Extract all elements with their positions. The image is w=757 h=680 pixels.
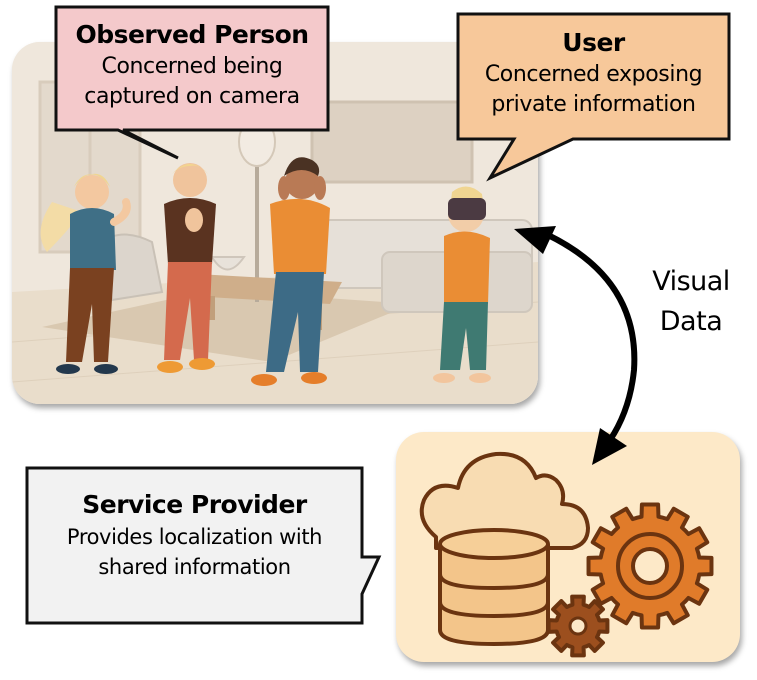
- person-man-blond: [157, 163, 216, 373]
- arrow-head-up: [514, 226, 556, 254]
- vr-headset: [448, 198, 486, 220]
- bowl: [210, 256, 246, 271]
- observed-person-title: Observed Person: [75, 20, 309, 49]
- visual-data-label-line1: Visual: [652, 266, 730, 297]
- service-provider-callout: [25, 466, 382, 625]
- visual-data-label: Visual Data: [636, 262, 746, 342]
- observed-person-callout-text: Observed Person Concerned being captured…: [56, 18, 328, 112]
- large-gear-icon: [586, 502, 714, 630]
- observed-person-body-line2: captured on camera: [84, 84, 300, 109]
- service-provider-body-line1: Provides localization with: [66, 525, 323, 549]
- user-title: User: [562, 28, 625, 57]
- cloud-icon: [419, 451, 590, 550]
- user-body-line1: Concerned exposing: [484, 62, 703, 87]
- small-gear-icon: [546, 594, 610, 658]
- arrow-head-down: [592, 428, 627, 465]
- service-provider-callout-text: Service Provider Provides localization w…: [27, 488, 362, 582]
- service-provider-illustration: [419, 451, 714, 658]
- service-provider-panel: [396, 432, 740, 662]
- observed-person-callout: [54, 5, 330, 160]
- database-icon: [438, 528, 550, 647]
- observed-person-body-line1: Concerned being: [101, 54, 283, 79]
- person-man-dark-hair: [251, 157, 330, 386]
- service-provider-body-line2: shared information: [98, 555, 291, 579]
- user-body-line2: private information: [491, 92, 696, 117]
- person-woman-blonde: [40, 173, 131, 374]
- person-vr-user: [433, 186, 491, 383]
- service-provider-title: Service Provider: [82, 490, 307, 519]
- wall-picture: [310, 100, 474, 184]
- user-callout: [456, 12, 731, 182]
- visual-data-arrow: [546, 232, 638, 442]
- visual-data-label-line2: Data: [659, 306, 723, 337]
- user-callout-text: User Concerned exposing private informat…: [458, 26, 729, 120]
